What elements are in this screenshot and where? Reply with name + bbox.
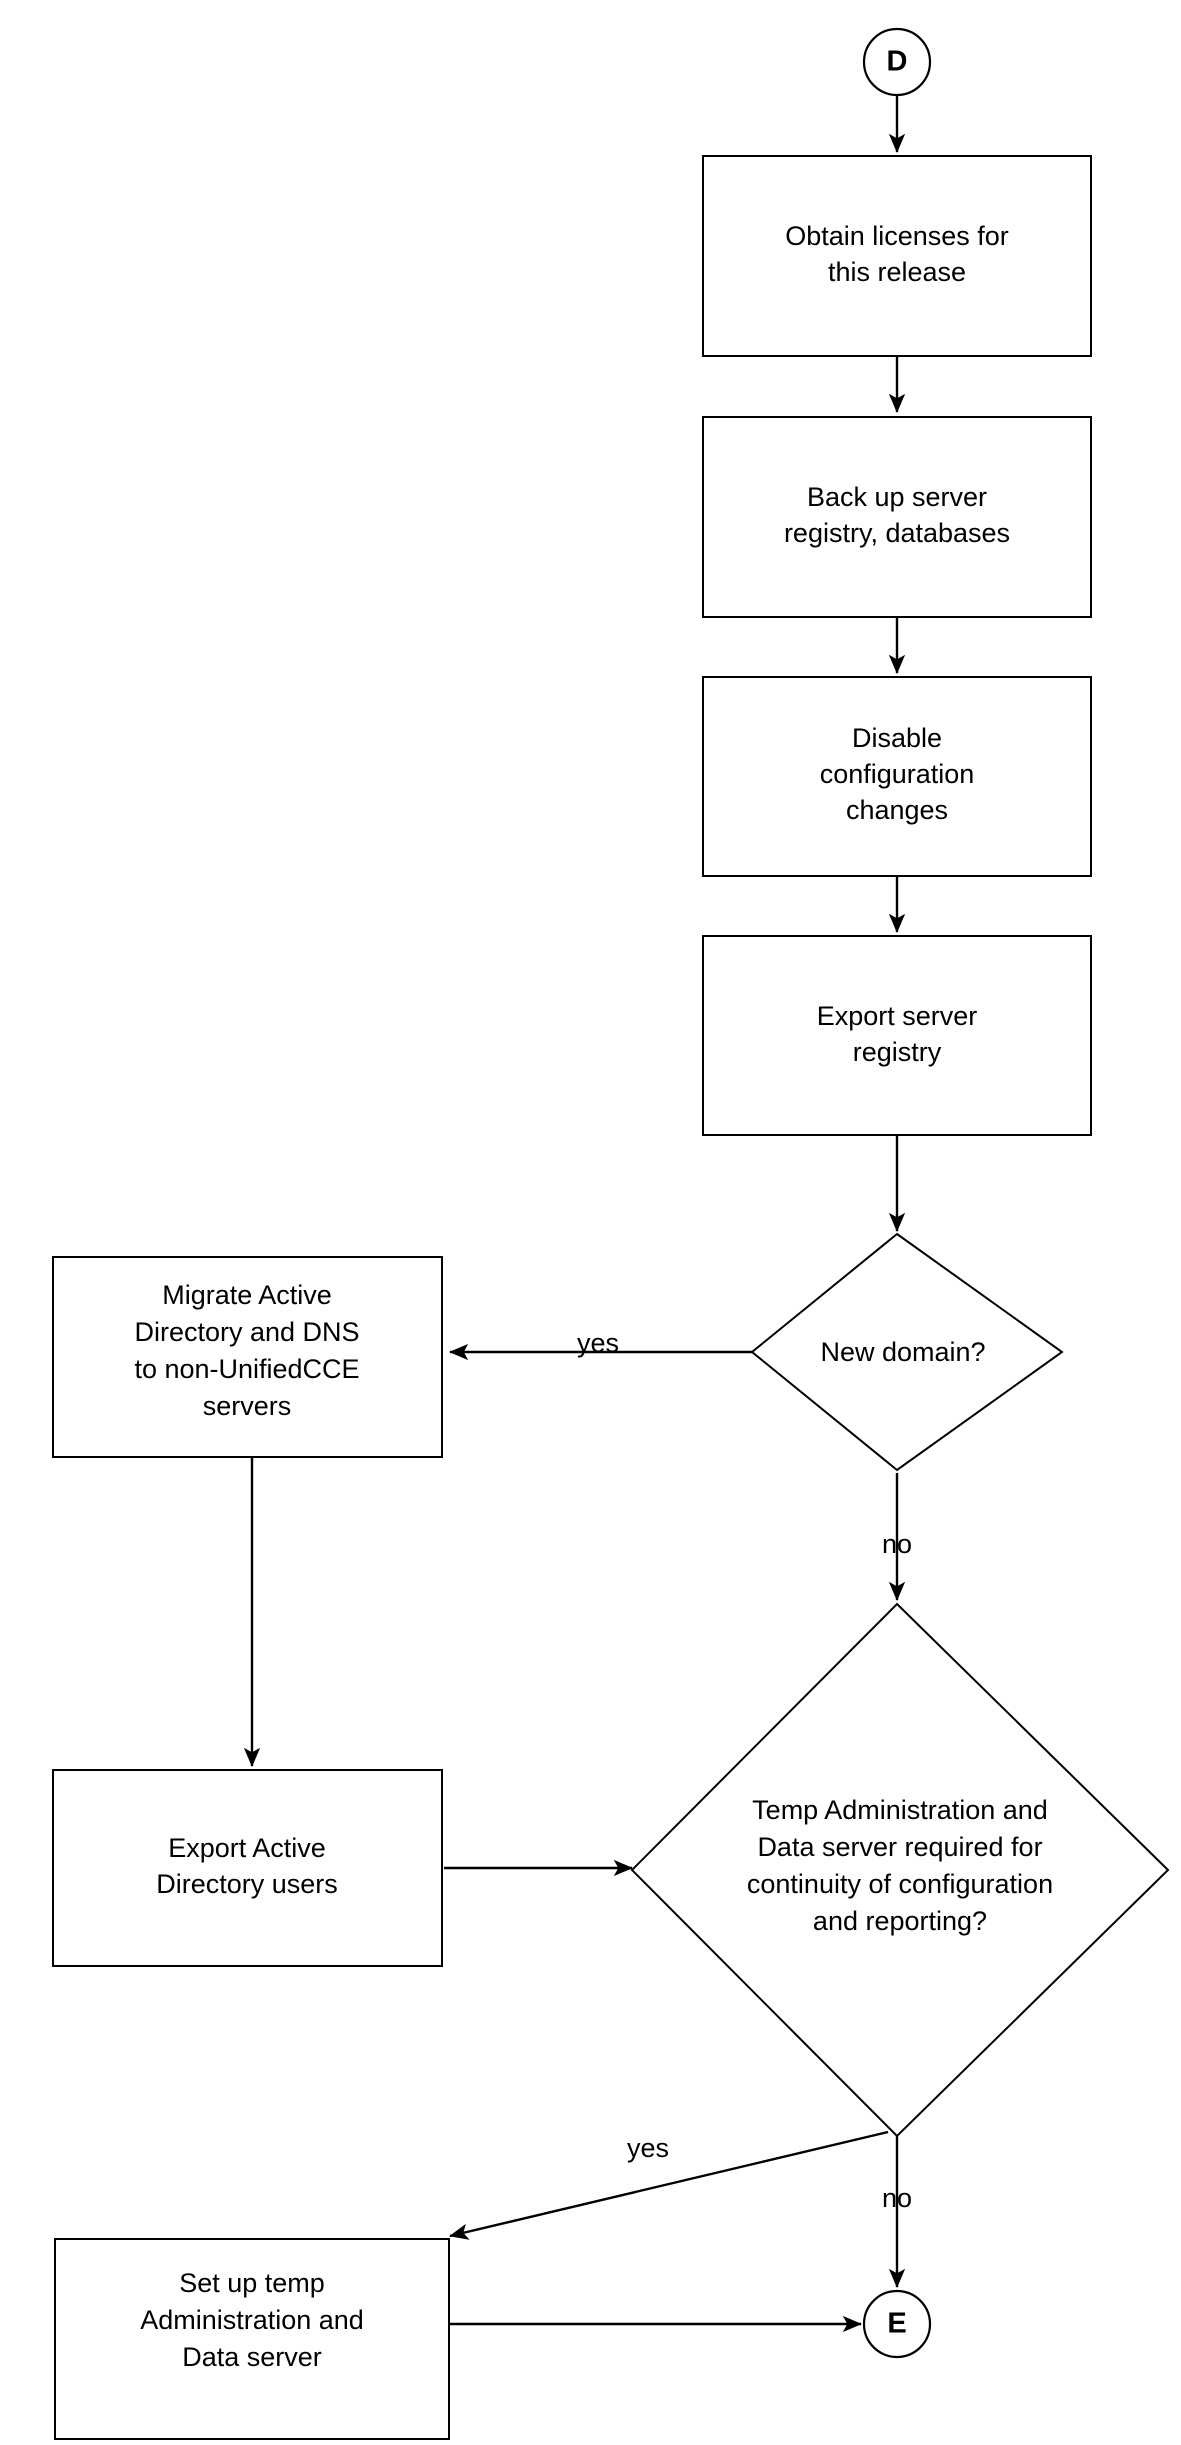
node-setup-temp-line1: Set up temp	[179, 2268, 325, 2298]
node-back-up-server-line2: registry, databases	[784, 518, 1010, 548]
node-disable-config-line2: configuration	[820, 759, 975, 789]
start-connector-d-circle[interactable]	[862, 27, 932, 97]
node-temp-admin-line2: Data server required for	[757, 1832, 1042, 1862]
node-migrate-ad-dns-line4: servers	[203, 1391, 292, 1421]
edge-label-new-domain-no: no	[882, 1529, 912, 1559]
edge-temp-admin-yes-to-setup-temp	[449, 2130, 889, 2240]
node-new-domain-label: New domain?	[820, 1337, 985, 1367]
node-migrate-ad-dns[interactable]	[52, 1256, 443, 1458]
edge-label-temp-admin-yes: yes	[627, 2133, 669, 2163]
node-new-domain-decision[interactable]	[750, 1232, 1064, 1472]
edge-label-temp-admin-no: no	[882, 2183, 912, 2213]
edge-label-new-domain-yes: yes	[577, 1328, 619, 1358]
node-temp-admin-decision[interactable]	[630, 1602, 1170, 2138]
node-setup-temp-server[interactable]	[54, 2238, 450, 2440]
node-export-server-registry[interactable]	[702, 935, 1092, 1136]
node-obtain-licenses[interactable]	[702, 155, 1092, 357]
node-migrate-ad-dns-line1: Migrate Active	[162, 1280, 332, 1310]
node-export-ad-users-line1: Export Active	[168, 1833, 326, 1863]
node-obtain-licenses-line2: this release	[828, 257, 966, 287]
node-export-ad-users-line2: Directory users	[156, 1869, 338, 1899]
end-connector-e-circle[interactable]	[862, 2289, 932, 2359]
node-migrate-ad-dns-line2: Directory and DNS	[134, 1317, 359, 1347]
node-temp-admin-line3: continuity of configuration	[747, 1869, 1053, 1899]
end-connector-e-label: E	[887, 2308, 906, 2340]
node-export-ad-users[interactable]	[52, 1769, 443, 1967]
node-disable-config-line3: changes	[846, 795, 948, 825]
start-connector-d-label: D	[887, 46, 908, 78]
node-obtain-licenses-line1: Obtain licenses for	[785, 221, 1009, 251]
node-export-registry-line1: Export server	[817, 1001, 978, 1031]
node-migrate-ad-dns-line3: to non-UnifiedCCE	[134, 1354, 359, 1384]
node-disable-config-line1: Disable	[852, 723, 942, 753]
node-setup-temp-line3: Data server	[182, 2342, 322, 2372]
node-back-up-server[interactable]	[702, 416, 1092, 618]
node-back-up-server-line1: Back up server	[807, 482, 987, 512]
node-temp-admin-line1: Temp Administration and	[752, 1795, 1048, 1825]
node-temp-admin-line4: and reporting?	[813, 1906, 987, 1936]
node-setup-temp-line2: Administration and	[140, 2305, 364, 2335]
node-export-registry-line2: registry	[853, 1037, 942, 1067]
node-disable-configuration-changes[interactable]	[702, 676, 1092, 877]
